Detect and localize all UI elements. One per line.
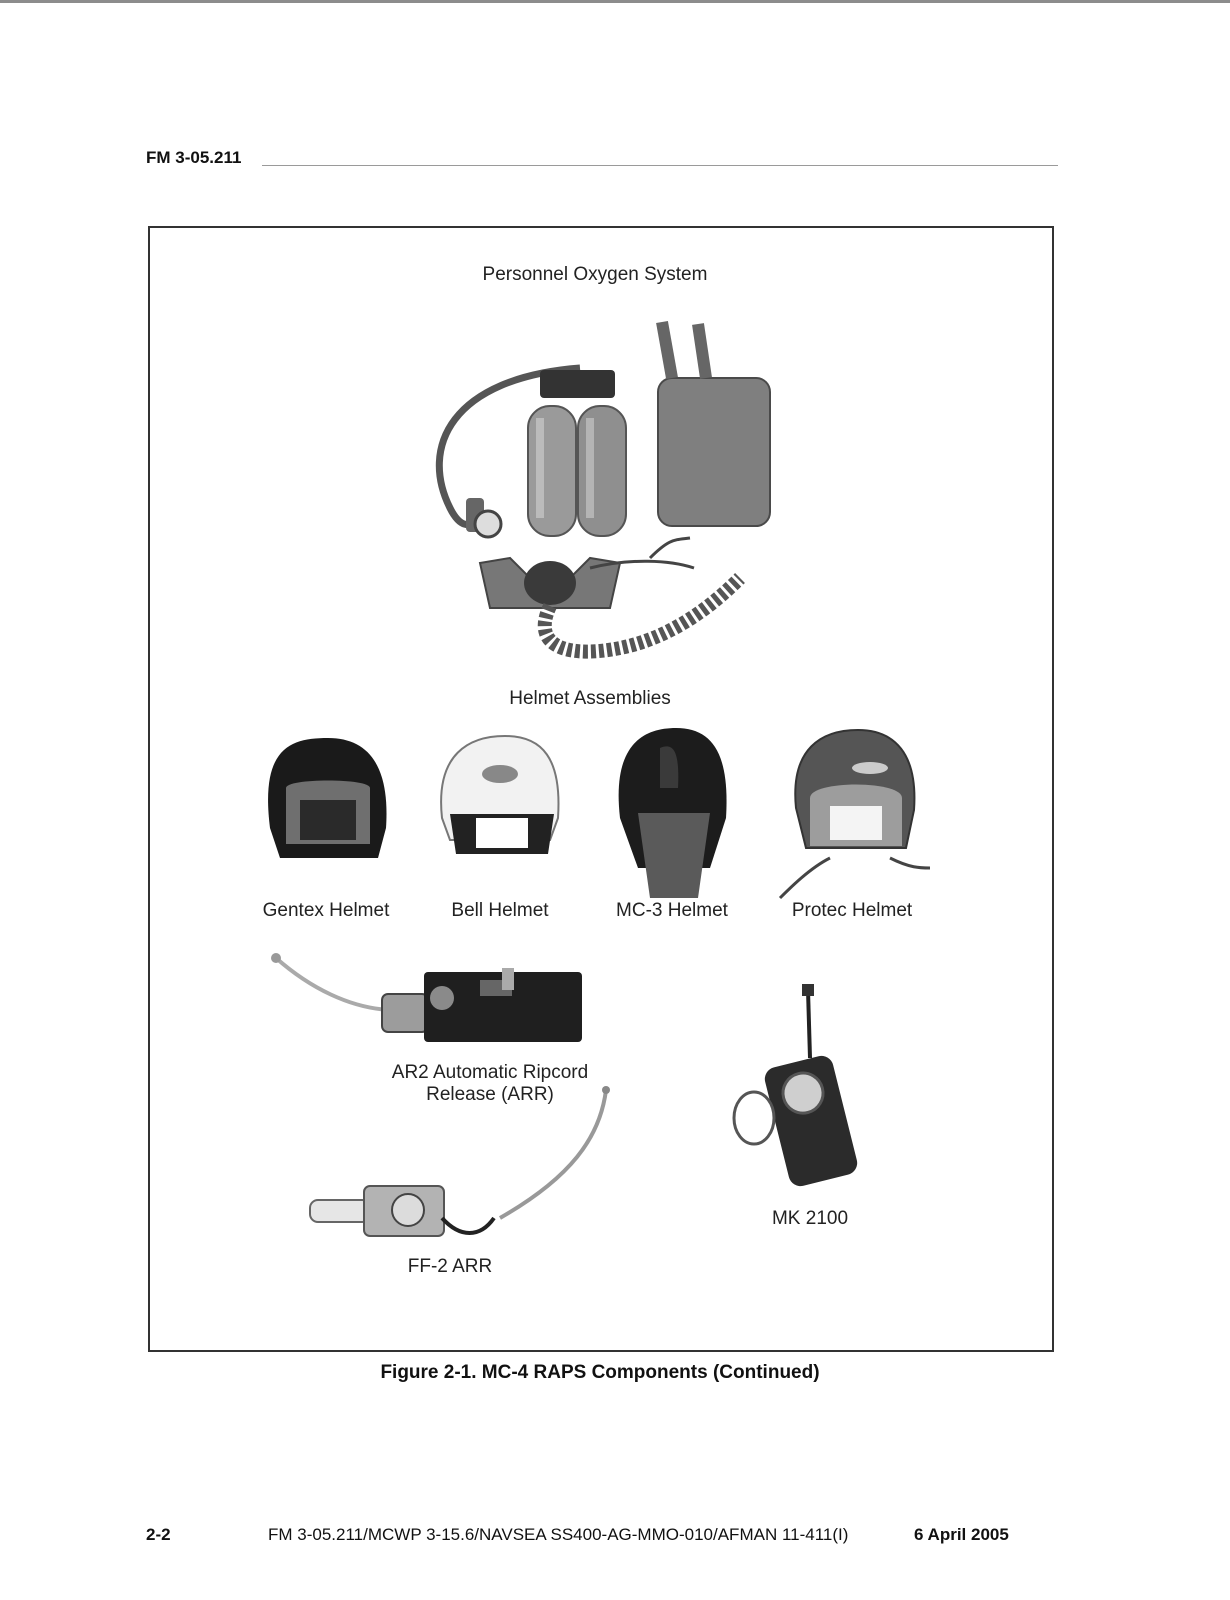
ff2-arr-label: FF-2 ARR (407, 1256, 493, 1277)
mk2100-label: MK 2100 (771, 1208, 849, 1229)
gentex-helmet-illustration (268, 738, 387, 858)
top-border (0, 0, 1230, 3)
ar2-illustration (271, 953, 582, 1042)
protec-helmet-illustration (778, 728, 931, 900)
bell-helmet-illustration (440, 734, 560, 854)
footer-doc-reference: FM 3-05.211/MCWP 3-15.6/NAVSEA SS400-AG-… (268, 1525, 849, 1544)
mc3-helmet-label: MC-3 Helmet (616, 900, 728, 921)
ar2-label-line2: Release (ARR) (426, 1084, 554, 1105)
oxygen-system-illustration (435, 320, 771, 659)
oxygen-system-label: Personnel Oxygen System (482, 264, 708, 285)
footer-date: 6 April 2005 (914, 1525, 1009, 1544)
figure-illustration (268, 320, 931, 1237)
header-rule (262, 165, 1058, 166)
figure-caption: Figure 2-1. MC-4 RAPS Components (Contin… (380, 1362, 820, 1383)
gentex-helmet-label: Gentex Helmet (262, 900, 390, 921)
mc3-helmet-illustration (618, 728, 727, 898)
figure-frame: Personnel Oxygen System Helmet Assemblie… (148, 226, 1054, 1352)
mk2100-illustration (732, 984, 858, 1187)
ar2-label-line1: AR2 Automatic Ripcord (391, 1062, 589, 1083)
header-doc-id: FM 3-05.211 (146, 148, 242, 167)
helmet-assemblies-label: Helmet Assemblies (509, 688, 671, 709)
protec-helmet-label: Protec Helmet (791, 900, 913, 921)
bell-helmet-label: Bell Helmet (451, 900, 549, 921)
footer-page-number: 2-2 (146, 1525, 171, 1544)
ff2-illustration (309, 1086, 610, 1237)
